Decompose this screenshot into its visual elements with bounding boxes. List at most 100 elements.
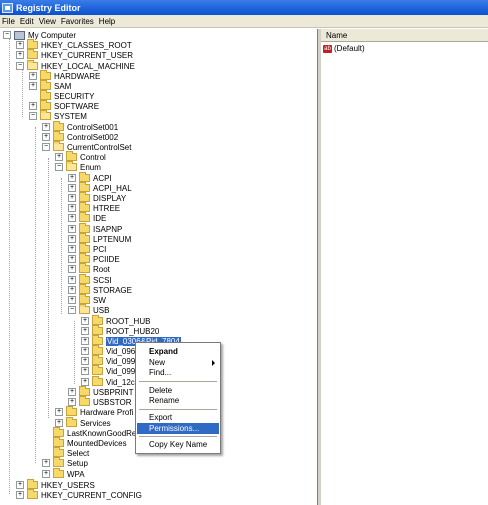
expand-icon[interactable]: + [42, 459, 50, 467]
tree-node[interactable]: + Services [55, 417, 111, 428]
expand-icon[interactable]: + [68, 194, 76, 202]
menu-file[interactable]: File [2, 16, 15, 26]
expand-icon[interactable]: + [68, 214, 76, 222]
tree-node[interactable]: + HKEY_USERS [16, 479, 95, 490]
expand-icon[interactable]: + [68, 225, 76, 233]
expand-icon[interactable]: + [42, 123, 50, 131]
menu-help[interactable]: Help [98, 16, 116, 26]
menu-item-export[interactable]: Export [149, 413, 173, 422]
tree-node[interactable]: + HARDWARE [29, 70, 101, 81]
menu-favorites[interactable]: Favorites [60, 16, 94, 26]
tree-node[interactable]: − HKEY_LOCAL_MACHINE [16, 60, 135, 71]
expand-icon[interactable]: + [55, 419, 63, 427]
tree-node-my-computer[interactable]: − My Computer [3, 30, 77, 40]
tree-node[interactable]: LastKnownGoodRe [42, 427, 136, 438]
expand-icon[interactable]: + [68, 388, 76, 396]
tree-node[interactable]: − SYSTEM [29, 110, 87, 121]
tree-node[interactable]: + WPA [42, 468, 85, 479]
expand-icon[interactable]: + [42, 470, 50, 478]
tree-node[interactable]: + Vid_096 [81, 345, 136, 356]
tree-node[interactable]: MountedDevices [42, 437, 127, 448]
expand-icon[interactable]: + [68, 204, 76, 212]
expand-icon[interactable]: + [68, 265, 76, 273]
tree-node[interactable]: + SAM [29, 80, 72, 91]
values-pane[interactable]: Name ab (Default) [321, 29, 488, 505]
expand-icon[interactable]: + [16, 51, 24, 59]
expand-icon[interactable]: + [81, 337, 89, 345]
collapse-icon[interactable]: − [55, 163, 63, 171]
collapse-icon[interactable]: − [68, 306, 76, 314]
expand-icon[interactable]: + [81, 367, 89, 375]
tree-node[interactable]: + USBPRINT [68, 386, 134, 397]
tree-node-selected[interactable]: + Vid_0306&Pid_7804 [81, 335, 181, 346]
expand-icon[interactable]: + [68, 255, 76, 263]
tree-node[interactable]: + HTREE [68, 202, 121, 213]
menu-item-rename[interactable]: Rename [149, 396, 180, 405]
tree-node[interactable]: + HKEY_CURRENT_CONFIG [16, 489, 142, 500]
tree-node[interactable]: + ROOT_HUB [81, 315, 151, 326]
tree-node[interactable]: + ACPI_HAL [68, 182, 132, 193]
tree-node[interactable]: + Hardware Profi [55, 406, 134, 417]
expand-icon[interactable]: + [68, 296, 76, 304]
tree-node[interactable]: + SOFTWARE [29, 100, 100, 111]
tree-node[interactable]: + Vid_12c [81, 376, 135, 387]
tree-node[interactable]: + Root [68, 263, 110, 274]
title-bar[interactable]: Registry Editor [0, 0, 488, 15]
tree-node[interactable]: + Vid_099 [81, 365, 136, 376]
pane-splitter[interactable] [317, 29, 321, 505]
tree-node[interactable]: + Control [55, 151, 106, 162]
tree-node[interactable]: + ACPI [68, 172, 112, 183]
menu-view[interactable]: View [38, 16, 56, 26]
expand-icon[interactable]: + [81, 347, 89, 355]
expand-icon[interactable]: + [29, 72, 37, 80]
value-row[interactable]: ab (Default) [323, 44, 365, 53]
expand-icon[interactable]: + [55, 408, 63, 416]
tree-node[interactable]: + ROOT_HUB20 [81, 325, 160, 336]
tree-node[interactable]: + IDE [68, 212, 107, 223]
menu-edit[interactable]: Edit [19, 16, 34, 26]
expand-icon[interactable]: + [29, 82, 37, 90]
expand-icon[interactable]: + [68, 235, 76, 243]
expand-icon[interactable]: + [68, 286, 76, 294]
expand-icon[interactable]: + [55, 153, 63, 161]
expand-icon[interactable]: + [16, 41, 24, 49]
tree-node[interactable]: + HKEY_CURRENT_USER [16, 49, 134, 60]
tree-node[interactable]: + Setup [42, 457, 88, 468]
collapse-icon[interactable]: − [29, 112, 37, 120]
tree-node[interactable]: + SW [68, 294, 106, 305]
column-header-name[interactable]: Name [321, 29, 488, 42]
expand-icon[interactable]: + [16, 491, 24, 499]
expand-icon[interactable]: + [29, 102, 37, 110]
tree-node[interactable]: + LPTENUM [68, 233, 132, 244]
menu-item-expand[interactable]: Expand [149, 347, 178, 356]
tree-node[interactable]: + SCSI [68, 274, 112, 285]
registry-tree[interactable]: − My Computer + HKEY_CLASSES_ROOT + HKEY… [0, 29, 317, 505]
tree-node[interactable]: Select [42, 447, 89, 458]
expand-icon[interactable]: + [81, 357, 89, 365]
expand-icon[interactable]: + [68, 276, 76, 284]
expand-icon[interactable]: + [16, 481, 24, 489]
tree-node[interactable]: − Enum [55, 161, 101, 172]
expand-icon[interactable]: + [81, 378, 89, 386]
expand-icon[interactable]: + [42, 133, 50, 141]
tree-node[interactable]: + HKEY_CLASSES_ROOT [16, 39, 132, 50]
expand-icon[interactable]: + [81, 327, 89, 335]
menu-item-permissions[interactable]: Permissions... [137, 423, 219, 434]
menu-item-new[interactable]: New [137, 357, 219, 368]
tree-node[interactable]: + ControlSet002 [42, 131, 119, 142]
tree-node[interactable]: + STORAGE [68, 284, 132, 295]
menu-item-find[interactable]: Find... [149, 368, 172, 377]
menu-item-copy-key-name[interactable]: Copy Key Name [149, 440, 208, 449]
tree-node[interactable]: SECURITY [29, 90, 94, 101]
tree-node[interactable]: + USBSTOR [68, 396, 132, 407]
expand-icon[interactable]: + [81, 317, 89, 325]
expand-icon[interactable]: + [68, 245, 76, 253]
expand-icon[interactable]: + [68, 174, 76, 182]
expand-icon[interactable]: + [68, 398, 76, 406]
collapse-icon[interactable]: − [42, 143, 50, 151]
collapse-icon[interactable]: − [16, 62, 24, 70]
collapse-icon[interactable]: − [3, 31, 11, 39]
tree-node[interactable]: + PCIIDE [68, 253, 120, 264]
tree-node[interactable]: + ISAPNP [68, 223, 123, 234]
expand-icon[interactable]: + [68, 184, 76, 192]
